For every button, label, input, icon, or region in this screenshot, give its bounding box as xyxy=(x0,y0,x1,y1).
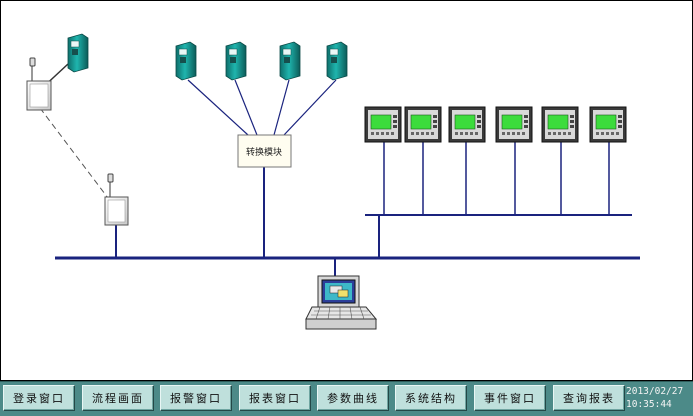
controller-panel-2[interactable] xyxy=(404,106,442,143)
wireless-terminal-2[interactable] xyxy=(104,173,129,226)
parameter-curve-button[interactable]: 参数曲线 xyxy=(317,385,389,411)
converter-module[interactable]: 转换模块 xyxy=(187,79,337,258)
controller-panel-4[interactable] xyxy=(495,106,533,143)
inverter-device-5[interactable] xyxy=(326,41,348,81)
controller-panel-1[interactable] xyxy=(364,106,402,143)
inverter-device-1[interactable] xyxy=(67,33,89,73)
clock-time: 10:35:44 xyxy=(626,399,672,410)
inverter-device-4[interactable] xyxy=(279,41,301,81)
alarm-window-button[interactable]: 报警窗口 xyxy=(160,385,232,411)
wireless-terminal-1[interactable] xyxy=(26,57,52,111)
controller-panel-6[interactable] xyxy=(589,106,627,143)
converter-module-label: 转换模块 xyxy=(246,146,282,158)
controller-panel-3[interactable] xyxy=(448,106,486,143)
inverter-device-2[interactable] xyxy=(175,41,197,81)
clock-date: 2013/02/27 xyxy=(626,386,684,397)
panel-drops xyxy=(383,142,610,215)
report-window-button[interactable]: 报表窗口 xyxy=(239,385,311,411)
event-window-button[interactable]: 事件窗口 xyxy=(474,385,546,411)
login-window-button[interactable]: 登录窗口 xyxy=(3,385,75,411)
process-screen-button[interactable]: 流程画面 xyxy=(82,385,154,411)
wireless-link-2 xyxy=(39,107,109,199)
query-report-button[interactable]: 查询报表 xyxy=(553,385,625,411)
clock: 2013/02/27 10:35:44 xyxy=(626,385,692,411)
system-structure-button[interactable]: 系统结构 xyxy=(395,385,467,411)
controller-panel-5[interactable] xyxy=(541,106,579,143)
operator-workstation-icon[interactable] xyxy=(305,275,378,330)
inverter-device-3[interactable] xyxy=(225,41,247,81)
